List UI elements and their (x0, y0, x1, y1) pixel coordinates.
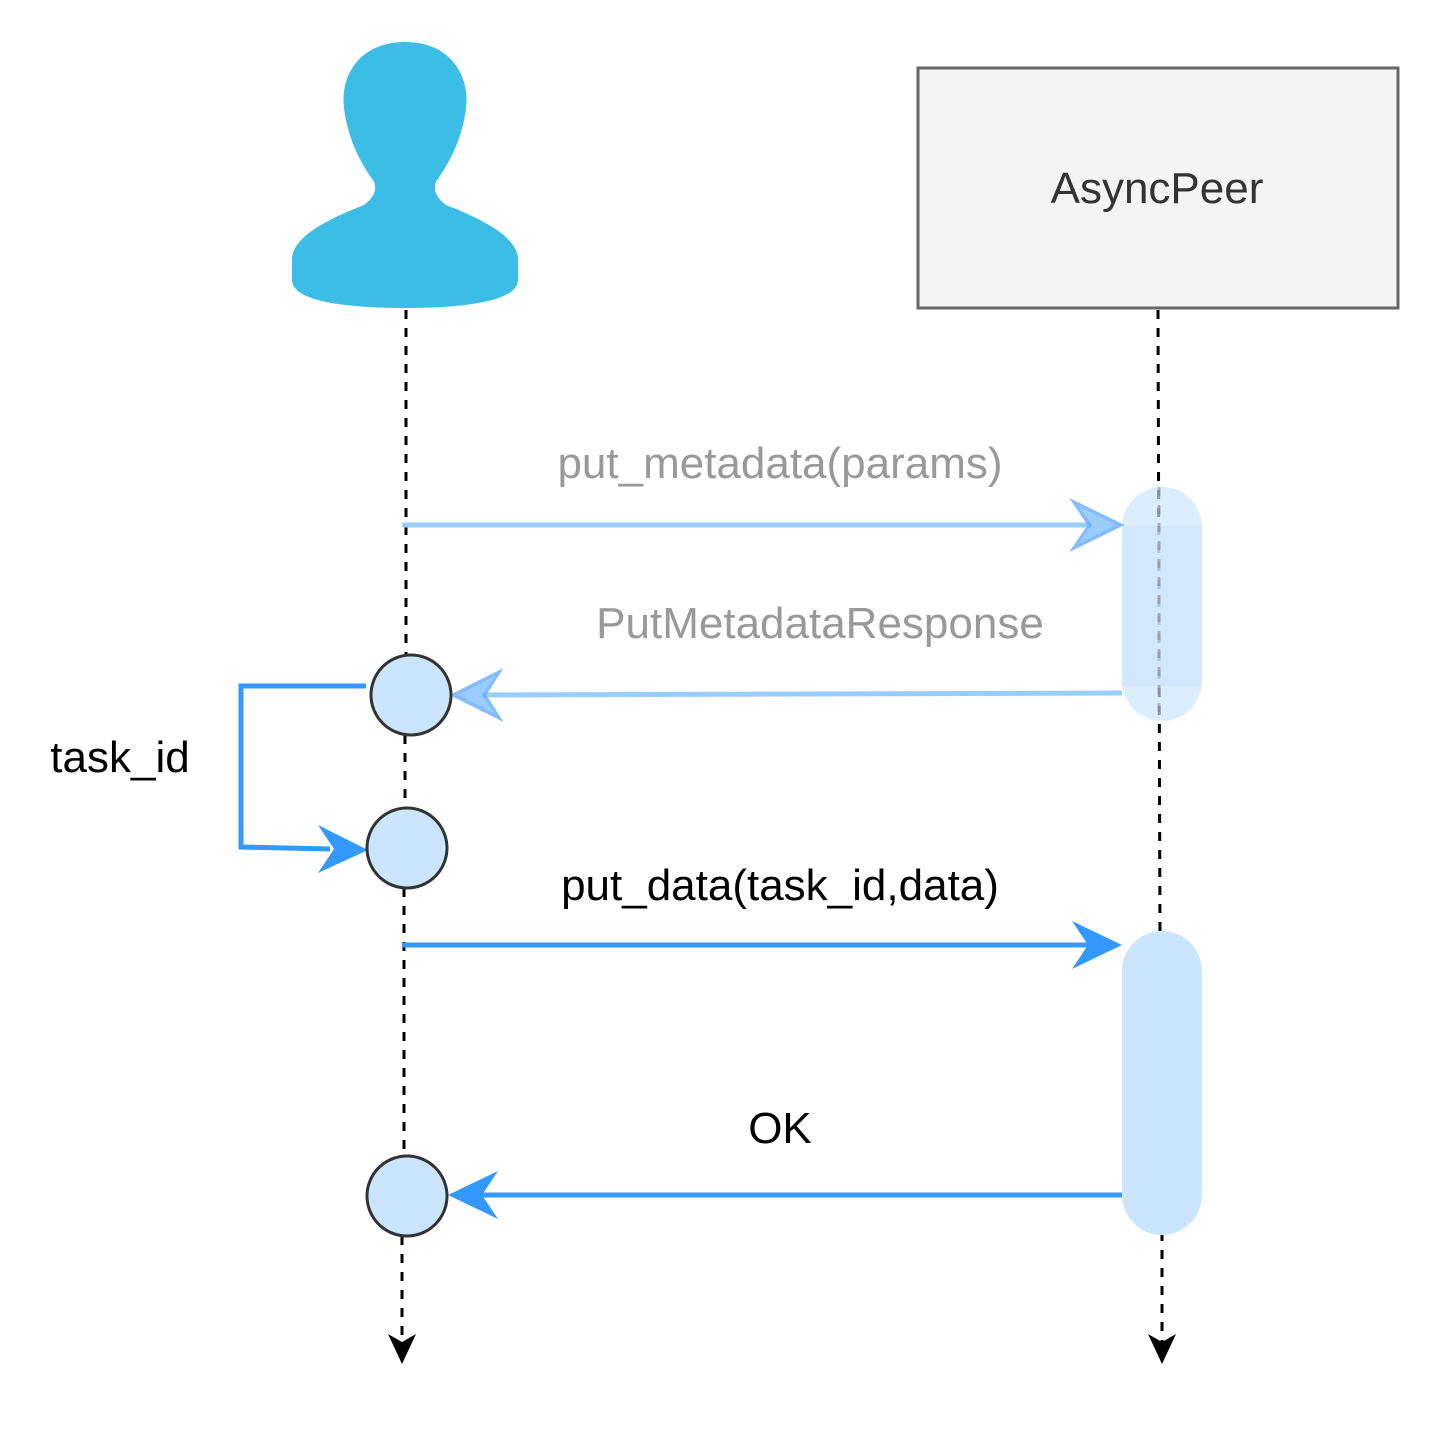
message-label-ok: OK (748, 1104, 812, 1153)
message-put-metadata-response (449, 667, 1123, 723)
activation-bar (1122, 931, 1202, 1235)
message-ok (448, 1171, 1122, 1219)
lifeline-end-arrow (1148, 1334, 1176, 1364)
participant-label: AsyncPeer (1051, 164, 1264, 213)
activation-bar-faded (1122, 487, 1202, 721)
message-label-put-data: put_data(task_id,data) (561, 861, 999, 910)
message-label-put-metadata-response: PutMetadataResponse (596, 599, 1044, 648)
message-label-put-metadata: put_metadata(params) (557, 439, 1002, 488)
lifeline-end-arrow (388, 1334, 416, 1364)
message-put-data (402, 921, 1122, 969)
user-node-3 (365, 1154, 449, 1238)
participant-asyncpeer: AsyncPeer (916, 66, 1400, 310)
user-node-2 (365, 806, 449, 890)
message-task-id (238, 683, 368, 873)
message-label-task-id: task_id (50, 733, 189, 782)
user-node-1 (369, 653, 453, 737)
user-icon (291, 42, 519, 308)
user-lifeline (388, 310, 416, 1364)
message-put-metadata (402, 497, 1125, 553)
